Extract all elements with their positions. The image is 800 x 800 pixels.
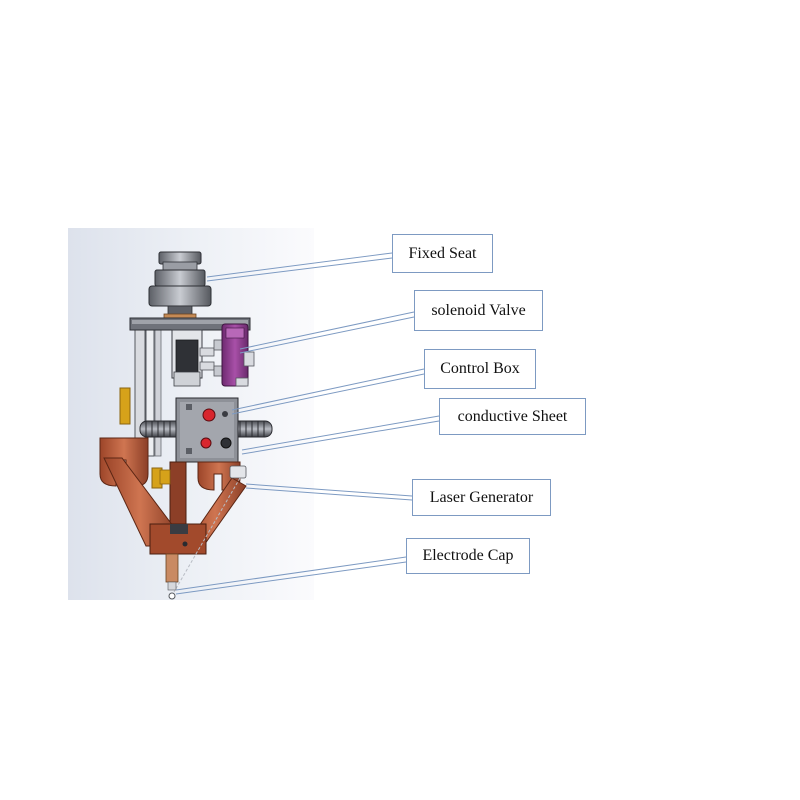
label-solenoid-valve-text: solenoid Valve	[431, 301, 526, 319]
welding-head-illustration	[99, 251, 273, 600]
leader-fixed-seat	[206, 252, 393, 282]
leader-lines	[175, 252, 440, 595]
laser-generator-part	[173, 465, 247, 593]
solenoid-valve-assembly	[171, 323, 255, 387]
label-laser-generator-text: Laser Generator	[429, 488, 534, 506]
control-box-body	[175, 397, 239, 463]
label-conductive-sheet: conductive Sheet	[439, 398, 586, 435]
label-electrode-cap-text: Electrode Cap	[422, 547, 514, 564]
leader-laser-generator	[245, 483, 413, 501]
label-conductive-sheet-text: conductive Sheet	[457, 407, 568, 425]
label-control-box: Control Box	[424, 349, 536, 389]
indicator-light-red	[202, 408, 216, 422]
label-control-box-text: Control Box	[440, 360, 520, 377]
leader-conductive-sheet	[241, 415, 440, 455]
leader-control-box	[231, 368, 425, 415]
leader-solenoid-valve	[239, 311, 415, 354]
leader-electrode-cap	[175, 556, 407, 595]
electrode-cap	[168, 592, 176, 600]
label-fixed-seat: Fixed Seat	[392, 234, 493, 273]
label-laser-generator: Laser Generator	[412, 479, 551, 516]
label-electrode-cap: Electrode Cap	[406, 538, 530, 574]
label-solenoid-valve: solenoid Valve	[414, 290, 543, 331]
brass-side-plate	[119, 387, 131, 425]
electrode-rod	[165, 553, 179, 583]
label-fixed-seat-text: Fixed Seat	[408, 244, 477, 262]
